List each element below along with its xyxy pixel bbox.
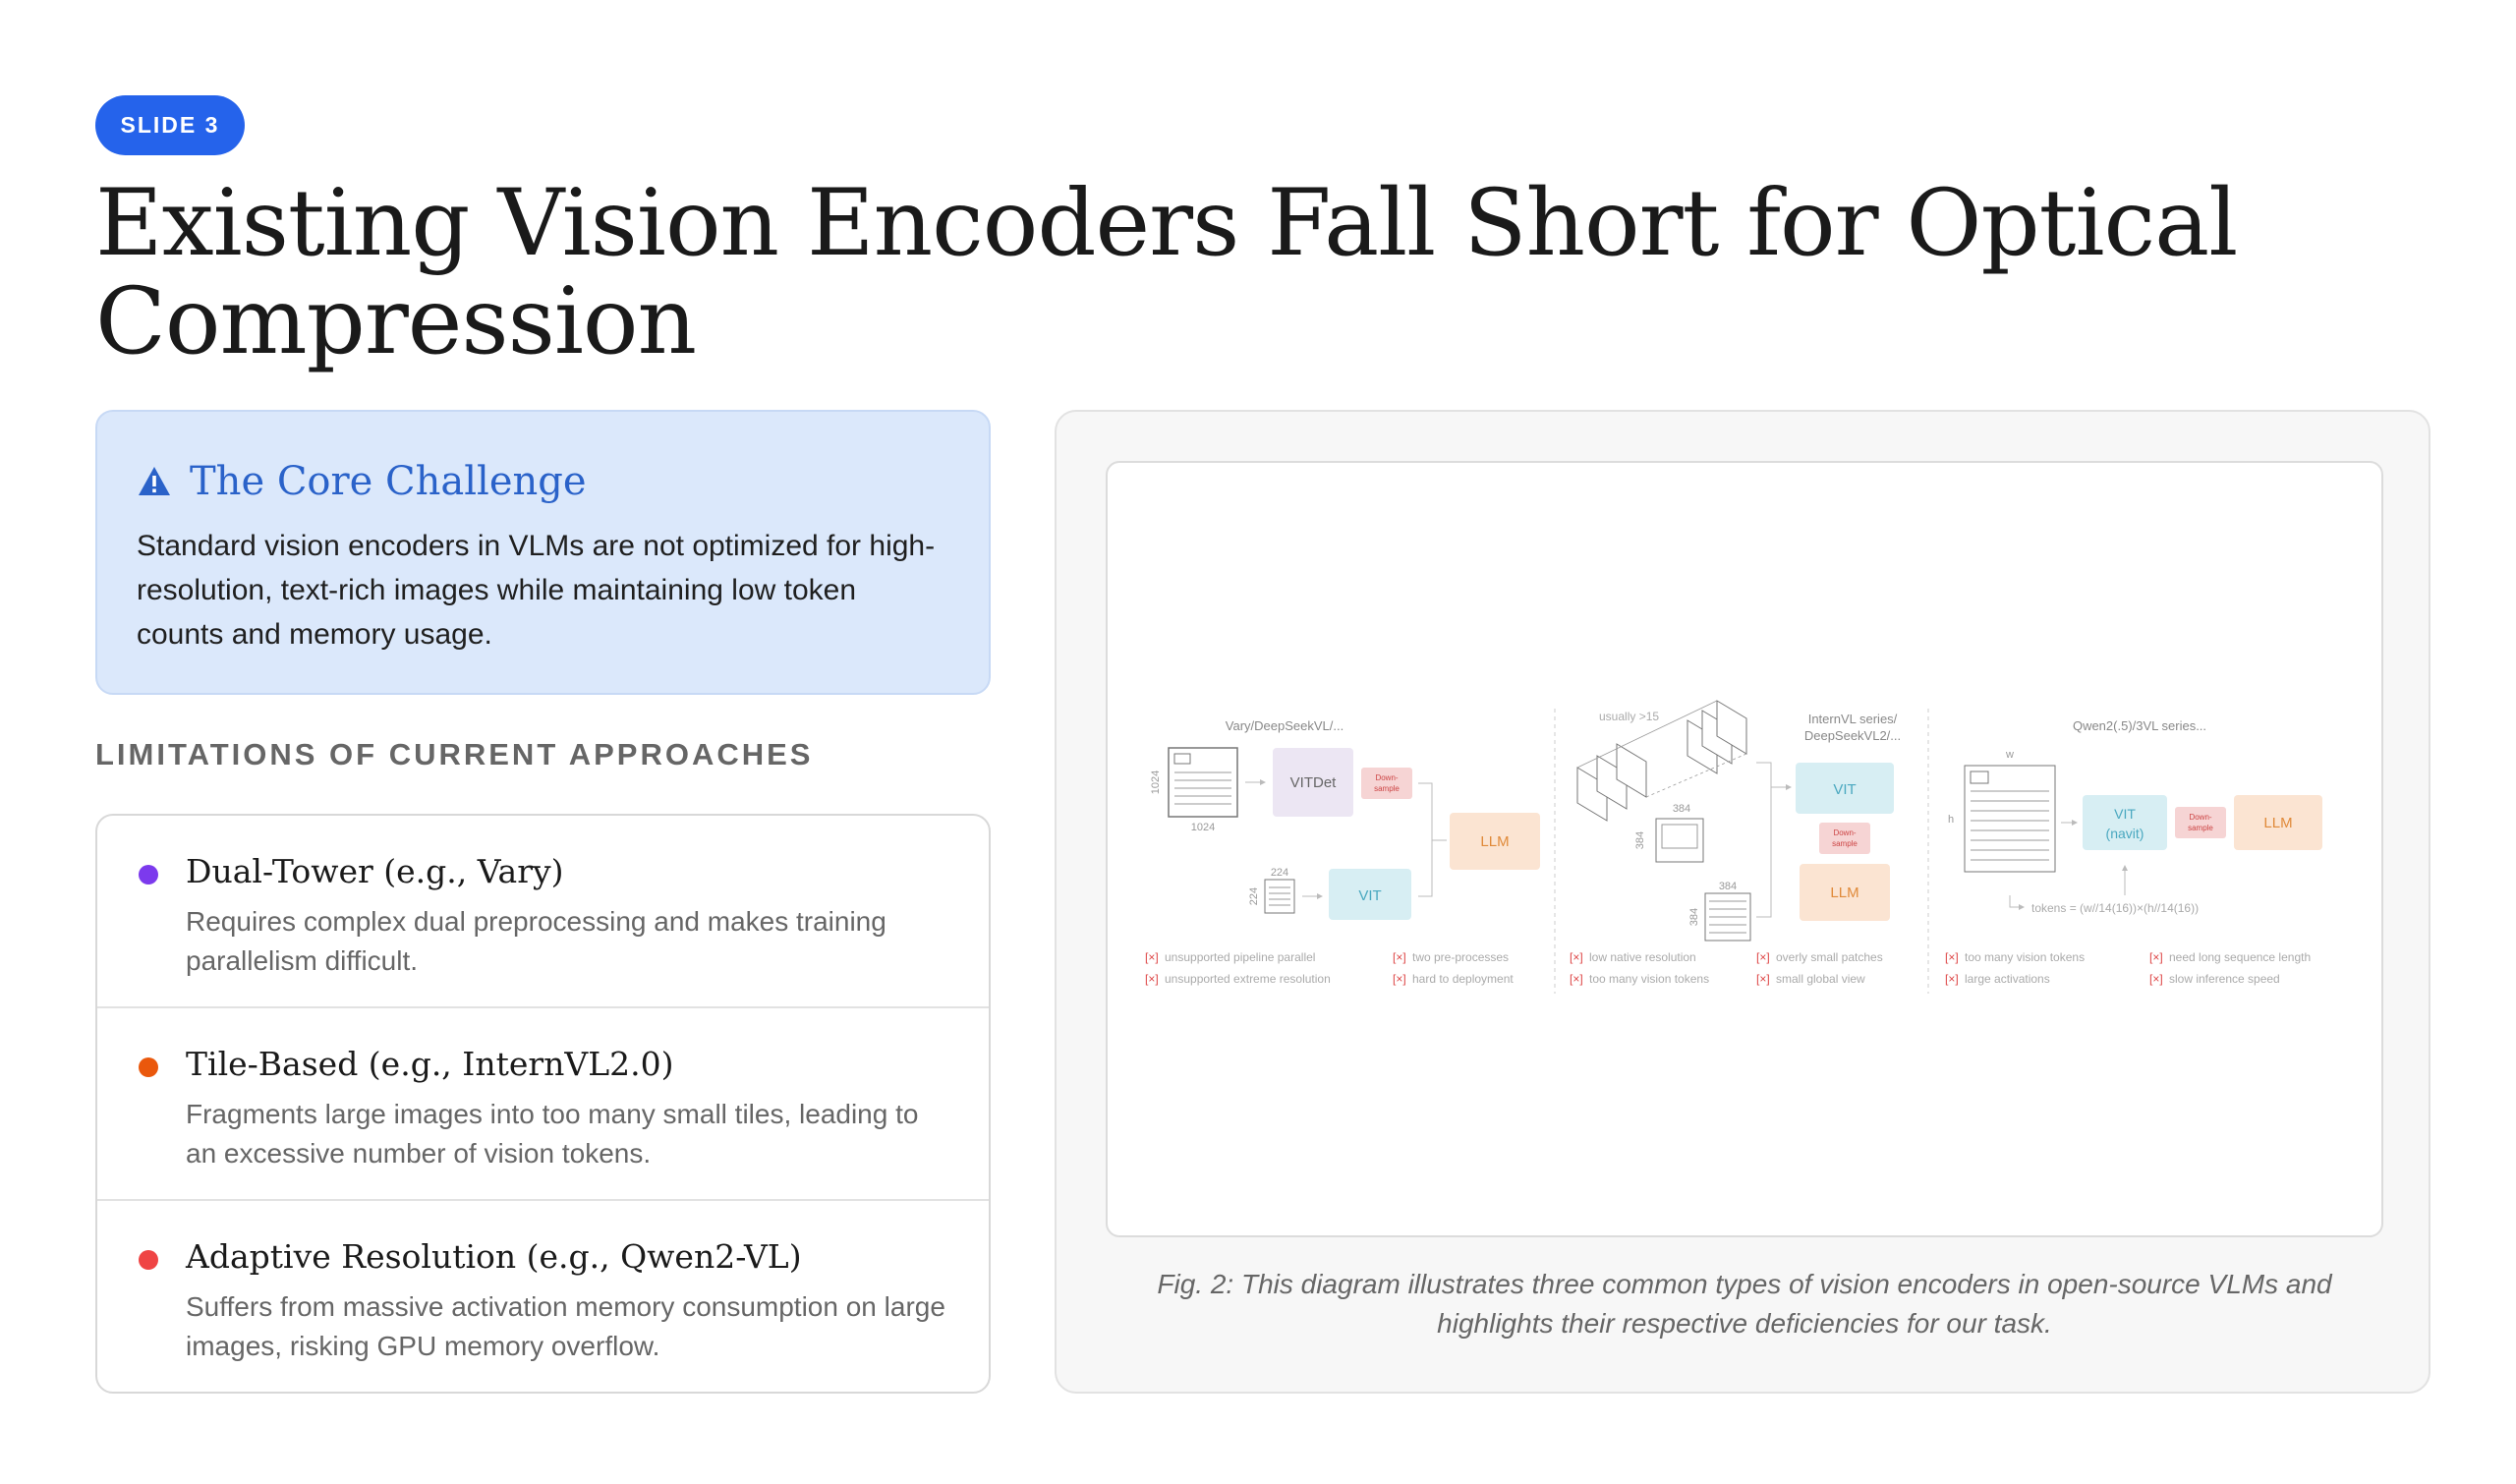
- panel-note: usually >15: [1599, 710, 1659, 723]
- dim-label: 384: [1688, 908, 1700, 926]
- issue-text: low native resolution: [1589, 950, 1696, 964]
- issue-text: need long sequence length: [2169, 950, 2311, 964]
- vit-navit-box: [2083, 795, 2167, 850]
- dim-label: 1024: [1191, 822, 1215, 833]
- limitation-desc: Requires complex dual preprocessing and …: [186, 906, 886, 976]
- tokens-formula: tokens = (w//14(16))×(h//14(16)): [2031, 901, 2199, 915]
- box-label: sample: [2188, 824, 2213, 832]
- dim-label: 384: [1719, 881, 1737, 892]
- vit-box: [1796, 763, 1894, 814]
- vit-box: [1329, 869, 1411, 920]
- box-label: sample: [1374, 784, 1400, 793]
- box-label: Down-: [1375, 773, 1398, 782]
- box-label: LLM: [2263, 815, 2292, 831]
- issue-marker: [×]: [2149, 950, 2163, 964]
- issue-text: slow inference speed: [2169, 972, 2280, 986]
- issue-text: unsupported pipeline parallel: [1165, 950, 1315, 964]
- bullet-dot: [139, 865, 158, 885]
- box-label: sample: [1832, 839, 1858, 848]
- box-label: LLM: [1830, 885, 1858, 901]
- issue-text: too many vision tokens: [1589, 972, 1709, 986]
- dim-label: w: [2005, 749, 2014, 761]
- panel-header: Qwen2(.5)/3VL series...: [2073, 718, 2206, 733]
- document-icon: [1168, 747, 1238, 818]
- dim-label: 1024: [1150, 771, 1162, 794]
- issue-marker: [×]: [1756, 950, 1770, 964]
- diagram-panel-dual-tower: Vary/DeepSeekVL/... 1024 1024 VITDet Dow…: [1145, 718, 1540, 986]
- issue-marker: [×]: [1393, 950, 1406, 964]
- dim-label: h: [1948, 814, 1954, 826]
- diagram-panel-adaptive-resolution: Qwen2(.5)/3VL series... w h VI: [1945, 718, 2322, 986]
- box-label: VITDet: [1290, 774, 1338, 791]
- issue-text: two pre-processes: [1412, 950, 1509, 964]
- llm-box: [2234, 795, 2322, 850]
- dim-label: 224: [1271, 867, 1288, 879]
- panel-header: DeepSeekVL2/...: [1804, 728, 1901, 743]
- dim-label: 384: [1673, 803, 1690, 815]
- downsample-box: [1361, 768, 1412, 799]
- limitation-title: Tile-Based (e.g., InternVL2.0): [186, 1045, 674, 1083]
- vitdet-box: [1273, 748, 1353, 817]
- limitations-list: Dual-Tower (e.g., Vary) Requires complex…: [95, 814, 991, 1394]
- issue-marker: [×]: [1145, 972, 1159, 986]
- list-item: Adaptive Resolution (e.g., Qwen2-VL) Suf…: [97, 1201, 989, 1392]
- slide-badge: SLIDE 3: [95, 95, 245, 155]
- figure-image: Vary/DeepSeekVL/... 1024 1024 VITDet Dow…: [1106, 461, 2383, 1237]
- tile-stack-icon: [1576, 700, 1747, 822]
- bullet-dot: [139, 1250, 158, 1270]
- warning-icon: [137, 464, 172, 499]
- issue-text: overly small patches: [1776, 950, 1883, 964]
- llm-box: [1450, 813, 1540, 870]
- document-icon: [1704, 892, 1751, 942]
- issue-marker: [×]: [2149, 972, 2163, 986]
- limitation-desc: Fragments large images into too many sma…: [186, 1099, 919, 1169]
- figure-panel: Vary/DeepSeekVL/... 1024 1024 VITDet Dow…: [1055, 410, 2430, 1394]
- limitations-label: LIMITATIONS OF CURRENT APPROACHES: [95, 737, 814, 771]
- panel-header: Vary/DeepSeekVL/...: [1226, 718, 1344, 733]
- box-label: Down-: [2189, 813, 2211, 822]
- panel-header: InternVL series/: [1808, 712, 1898, 726]
- dim-label: 384: [1634, 831, 1646, 849]
- box-label: VIT: [1833, 781, 1856, 798]
- challenge-header: The Core Challenge: [137, 459, 949, 504]
- bullet-dot: [139, 1057, 158, 1077]
- diagram-panel-tile-based: usually >15 InternVL series/ DeepSeekVL2…: [1570, 700, 1901, 986]
- issue-marker: [×]: [1145, 950, 1159, 964]
- box-label: Down-: [1833, 828, 1856, 837]
- issue-text: unsupported extreme resolution: [1165, 972, 1331, 986]
- issue-text: large activations: [1965, 972, 2050, 986]
- issue-marker: [×]: [1570, 950, 1583, 964]
- box-label: (navit): [2106, 826, 2144, 841]
- slide-title: Existing Vision Encoders Fall Short for …: [95, 170, 2238, 375]
- box-label: VIT: [2114, 806, 2136, 822]
- issue-marker: [×]: [1945, 972, 1959, 986]
- box-label: VIT: [1358, 887, 1381, 904]
- small-document-icon: [1264, 879, 1295, 914]
- core-challenge-callout: The Core Challenge Standard vision encod…: [95, 410, 991, 695]
- downsample-box: [1819, 823, 1870, 854]
- issue-marker: [×]: [1393, 972, 1406, 986]
- encoder-diagram: Vary/DeepSeekVL/... 1024 1024 VITDet Dow…: [1145, 700, 2322, 994]
- list-item: Tile-Based (e.g., InternVL2.0) Fragments…: [97, 1008, 989, 1201]
- document-grid-icon: [1964, 765, 2056, 873]
- box-label: LLM: [1480, 833, 1509, 850]
- issue-text: hard to deployment: [1412, 972, 1514, 986]
- issue-marker: [×]: [1756, 972, 1770, 986]
- issue-marker: [×]: [1945, 950, 1959, 964]
- limitation-title: Adaptive Resolution (e.g., Qwen2-VL): [186, 1237, 802, 1276]
- limitation-desc: Suffers from massive activation memory c…: [186, 1291, 945, 1361]
- list-item: Dual-Tower (e.g., Vary) Requires complex…: [97, 816, 989, 1008]
- issue-text: too many vision tokens: [1965, 950, 2085, 964]
- llm-box: [1800, 864, 1890, 921]
- downsample-box: [2175, 807, 2226, 838]
- issue-marker: [×]: [1570, 972, 1583, 986]
- dim-label: 224: [1248, 887, 1260, 905]
- issue-text: small global view: [1776, 972, 1865, 986]
- thumbnail-icon: [1655, 818, 1704, 863]
- challenge-title: The Core Challenge: [190, 459, 587, 504]
- challenge-text: Standard vision encoders in VLMs are not…: [137, 530, 936, 651]
- limitation-title: Dual-Tower (e.g., Vary): [186, 852, 564, 890]
- figure-caption: Fig. 2: This diagram illustrates three c…: [1157, 1269, 2332, 1339]
